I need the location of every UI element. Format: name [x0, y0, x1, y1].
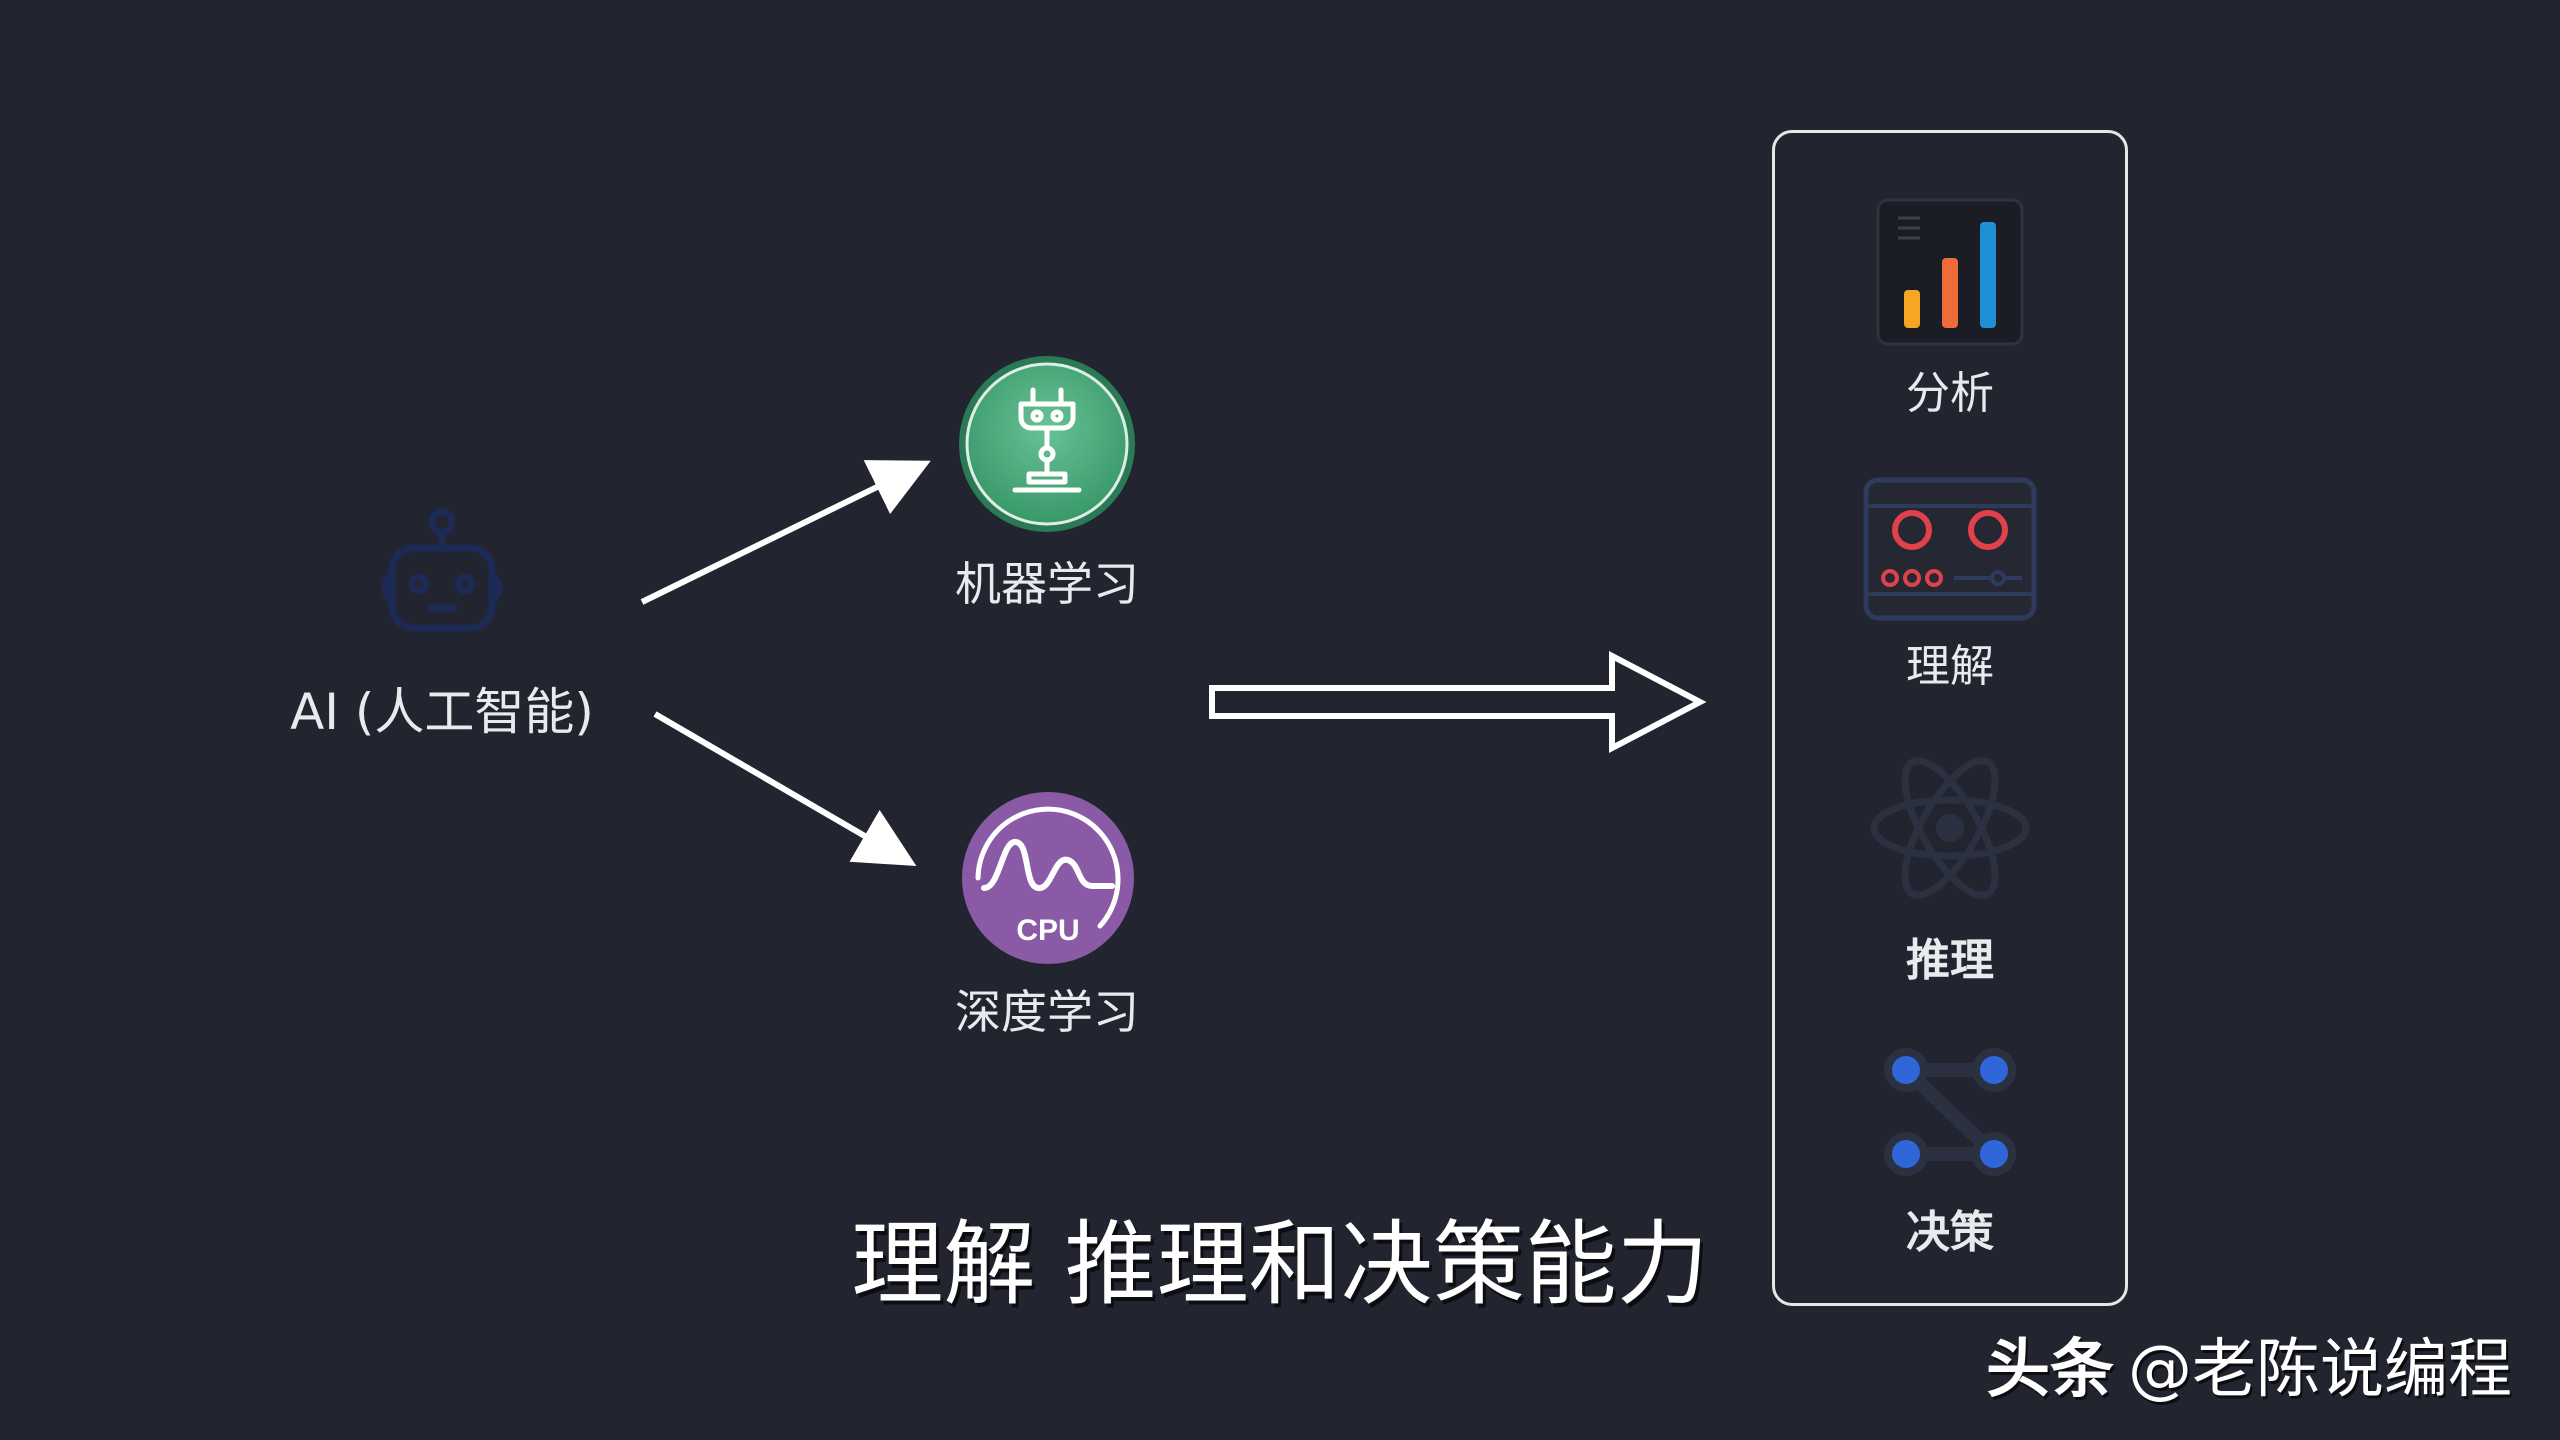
machine-learning-label: 机器学习 [955, 557, 1139, 611]
network-nodes-icon [1884, 1048, 2016, 1176]
arrow-to-machine-learning [640, 460, 931, 605]
cpu-waveform-icon: CPU [962, 792, 1134, 964]
capability-analysis-label: 分析 [1906, 368, 1994, 419]
capability-reasoning-label: 推理 [1906, 935, 1994, 986]
watermark: 头条@老陈说编程 [1986, 1318, 2512, 1410]
capability-understanding-label: 理解 [1906, 641, 1994, 692]
arrow-to-deep-learning [653, 711, 917, 867]
atom-icon [1870, 757, 2030, 899]
capabilities-panel [1772, 130, 2128, 1306]
control-panel-icon [1863, 477, 2037, 621]
robot-arm-icon [959, 356, 1135, 532]
bar-chart-icon [1876, 198, 2024, 346]
watermark-handle: @老陈说编程 [2128, 1333, 2512, 1407]
cpu-icon-text: CPU [1016, 914, 1079, 947]
deep-learning-label: 深度学习 [955, 985, 1139, 1039]
watermark-brand: 头条 [1986, 1333, 2114, 1407]
capability-decision-label: 决策 [1906, 1207, 1994, 1258]
ai-source-label: AI (人工智能) [290, 683, 594, 741]
subtitle-caption: 理解 推理和决策能力 [851, 1211, 1709, 1318]
big-hollow-arrow [1209, 651, 1707, 753]
robot-icon [381, 508, 503, 632]
